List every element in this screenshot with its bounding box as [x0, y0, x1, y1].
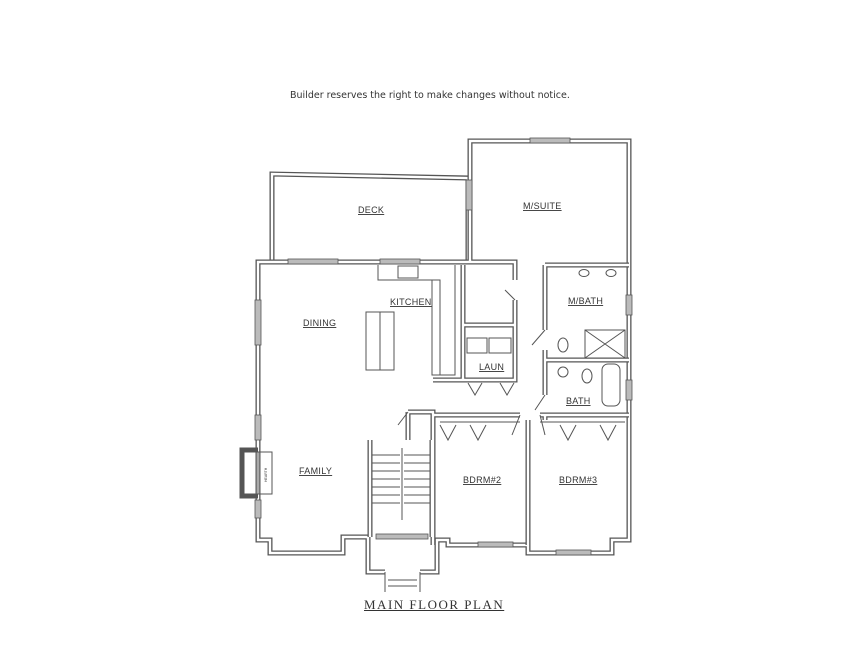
hearth-label: HEARTH: [264, 467, 268, 482]
windows: [254, 137, 633, 556]
closet-doors: [439, 382, 625, 442]
label-bdrm3: BDRM#3: [559, 475, 597, 485]
house-exterior-wall: [255, 138, 632, 575]
kitchen-counter: [377, 265, 456, 376]
toilet: [557, 337, 569, 353]
plan-title: MAIN FLOOR PLAN: [364, 597, 505, 612]
label-dining: DINING: [303, 318, 336, 328]
label-msuite: M/SUITE: [523, 201, 562, 211]
deck-outline: [269, 171, 471, 262]
walls: [255, 138, 632, 575]
fixtures: HEARTH: [239, 265, 626, 592]
shower: [584, 329, 626, 359]
mbath-sink: [605, 269, 617, 277]
entry-steps: [384, 572, 421, 592]
label-deck: DECK: [358, 205, 384, 215]
bathtub: [601, 363, 621, 407]
label-family: FAMILY: [299, 466, 332, 476]
label-kitchen: KITCHEN: [390, 297, 432, 307]
door-swings: [397, 289, 546, 436]
mbath-sink: [578, 269, 590, 277]
washer: [466, 337, 488, 354]
dryer: [488, 337, 512, 354]
label-bdrm2: BDRM#2: [463, 475, 501, 485]
label-mbath: M/BATH: [568, 296, 603, 306]
staircase: [372, 448, 430, 520]
label-laun: LAUN: [479, 362, 504, 372]
label-bath: BATH: [566, 396, 591, 406]
kitchen-sink: [397, 265, 419, 279]
fireplace: [239, 447, 258, 499]
room-labels: DECK M/SUITE KITCHEN DINING LAUN M/BATH …: [299, 201, 603, 485]
toilet: [581, 368, 593, 384]
bath-sink: [557, 366, 569, 378]
builder-disclaimer: Builder reserves the right to make chang…: [290, 90, 570, 101]
